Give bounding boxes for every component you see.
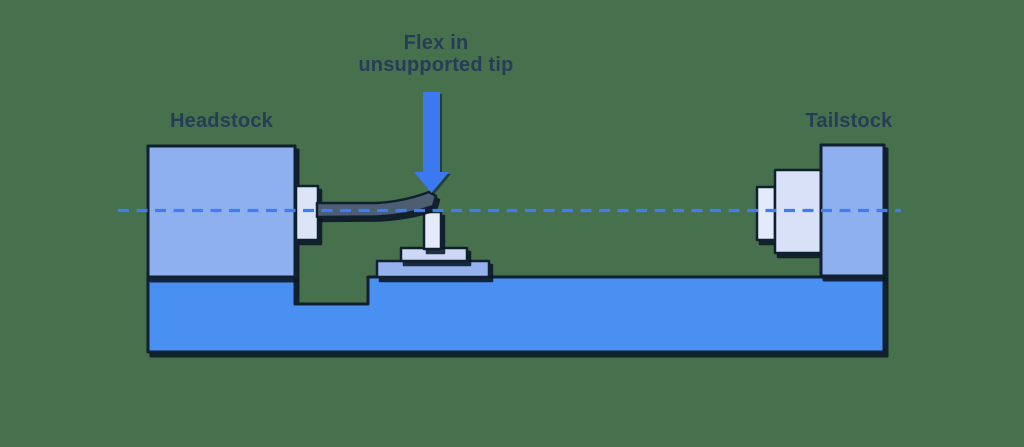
chuck: [294, 184, 320, 242]
lathe-bed: [146, 275, 886, 354]
flex-annotation-line1: Flex in: [403, 32, 469, 54]
tailstock-label: Tailstock: [805, 110, 893, 132]
carriage-base: [375, 259, 491, 279]
tailstock-quill: [773, 168, 823, 255]
flex-annotation: Flex in unsupported tip: [336, 32, 536, 76]
workpiece: [315, 190, 438, 219]
tool-post: [422, 210, 443, 251]
tailstock-center: [755, 185, 777, 242]
headstock-label: Headstock: [170, 110, 273, 132]
flex-annotation-line2: unsupported tip: [358, 54, 514, 76]
flex-arrow-icon: [414, 92, 449, 193]
